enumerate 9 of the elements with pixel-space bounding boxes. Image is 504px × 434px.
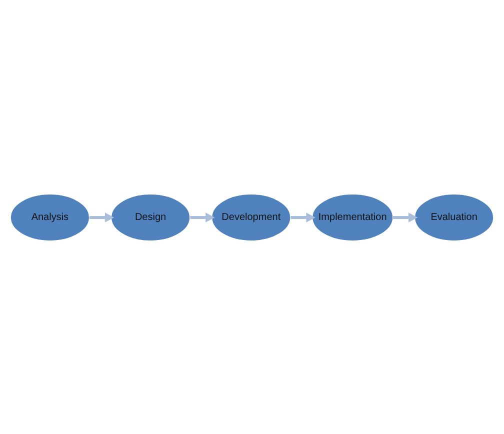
arrow — [393, 212, 418, 222]
arrow — [190, 212, 215, 222]
node-ellipse: Development — [211, 193, 292, 241]
node-ellipse: Design — [110, 193, 191, 241]
node-ellipse: Analysis — [10, 193, 90, 241]
node-ellipse: Implementation — [312, 193, 394, 241]
arrow — [290, 212, 316, 222]
node-ellipse: Evaluation — [414, 193, 494, 241]
arrow — [90, 212, 114, 222]
